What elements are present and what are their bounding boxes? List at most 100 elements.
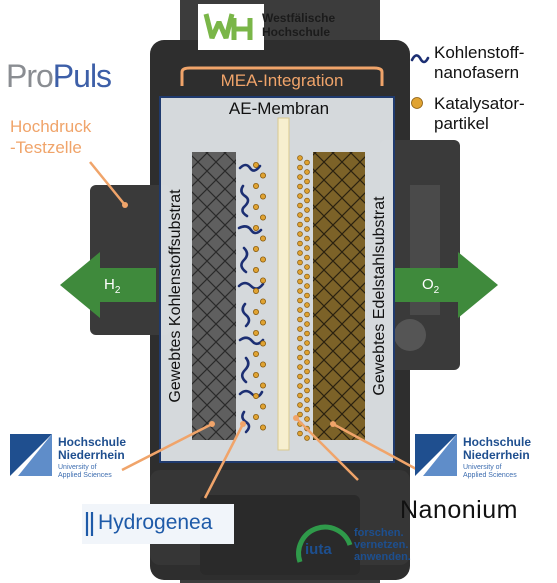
catalyst-particle bbox=[304, 178, 310, 185]
catalyst-particle bbox=[297, 335, 303, 342]
test-cell-label: Hochdruck -Testzelle bbox=[10, 116, 91, 158]
catalyst-particle bbox=[297, 174, 303, 180]
catalyst-particle bbox=[297, 155, 303, 161]
ae-membrane-label: AE-Membran bbox=[228, 99, 330, 118]
catalyst-particle bbox=[304, 368, 310, 375]
catalyst-particle bbox=[259, 298, 266, 305]
catalyst-particle bbox=[297, 202, 303, 209]
ae-membrane bbox=[277, 117, 290, 451]
h2-label: H2 bbox=[104, 276, 120, 296]
catalyst-particle bbox=[304, 254, 310, 261]
hydrogenea-logo-box bbox=[82, 504, 234, 544]
catalyst-particle bbox=[259, 256, 266, 263]
catalyst-particle bbox=[259, 319, 266, 326]
catalyst-particle bbox=[304, 330, 310, 337]
catalyst-particle bbox=[304, 197, 310, 204]
iuta-logo-ring bbox=[296, 524, 353, 563]
catalyst-particle bbox=[304, 387, 310, 394]
catalyst-particle bbox=[297, 212, 303, 218]
hsn-left-sub1: University of bbox=[58, 464, 97, 471]
catalyst-particle bbox=[297, 221, 303, 228]
catalyst-particle bbox=[297, 345, 303, 351]
catalyst-particle bbox=[304, 311, 310, 318]
catalyst-particle bbox=[297, 240, 303, 247]
particle-legend-icon bbox=[411, 97, 423, 109]
legend-nanofibers: Kohlenstoff- nanofasern bbox=[434, 43, 524, 83]
catalyst-particle bbox=[297, 164, 303, 171]
hsn-right-line1: Hochschule bbox=[463, 435, 532, 449]
carbon-nanofiber-layer bbox=[237, 163, 265, 434]
catalyst-particle bbox=[259, 424, 266, 431]
hsn-left-line1: Hochschule bbox=[58, 435, 127, 449]
legend-particles: Katalysator- partikel bbox=[434, 94, 525, 134]
catalyst-particle bbox=[304, 378, 310, 384]
catalyst-particle bbox=[252, 392, 259, 399]
catalyst-particle bbox=[252, 350, 259, 357]
catalyst-particle bbox=[297, 411, 303, 418]
h2-sub: 2 bbox=[114, 285, 121, 296]
catalyst-particle bbox=[259, 403, 266, 410]
catalyst-particle bbox=[297, 364, 303, 370]
catalyst-particle bbox=[304, 216, 310, 223]
catalyst-particle bbox=[259, 235, 266, 242]
catalyst-particle bbox=[304, 397, 310, 403]
catalyst-particle bbox=[297, 288, 303, 294]
o2-label: O2 bbox=[422, 276, 439, 296]
legend-fiber-line1: Kohlenstoff- bbox=[434, 43, 525, 62]
hsn-logo-mark-right bbox=[415, 434, 457, 476]
catalyst-particle bbox=[297, 269, 303, 275]
westfaelische-hochschule-logo-mark bbox=[198, 4, 264, 50]
catalyst-particle bbox=[297, 231, 303, 237]
h2-main: H bbox=[104, 276, 115, 293]
wh-line2: Hochschule bbox=[262, 25, 331, 39]
o2-main: O bbox=[422, 276, 434, 293]
catalyst-particle bbox=[304, 340, 310, 346]
test-cell-line2: -Testzelle bbox=[10, 138, 82, 157]
hsn-left-sub2: Applied Sciences bbox=[58, 472, 112, 479]
catalyst-particle bbox=[259, 340, 266, 347]
catalyst-particle bbox=[304, 207, 310, 213]
legend-particle-line2: partikel bbox=[434, 114, 489, 133]
catalyst-particle bbox=[259, 214, 266, 221]
catalyst-particle bbox=[259, 382, 266, 389]
catalyst-particle bbox=[297, 259, 303, 266]
catalyst-particle bbox=[297, 297, 303, 304]
mea-bracket bbox=[180, 66, 384, 86]
catalyst-particle bbox=[297, 326, 303, 332]
o2-arrow bbox=[395, 252, 498, 318]
catalyst-particle bbox=[297, 354, 303, 361]
nanofiber-legend-icon bbox=[410, 54, 430, 64]
catalyst-particle bbox=[304, 188, 310, 194]
catalyst-particle bbox=[304, 226, 310, 232]
hsn-right-sub1: University of bbox=[463, 464, 502, 471]
catalyst-particle bbox=[304, 349, 310, 356]
catalyst-particle bbox=[252, 182, 259, 189]
catalyst-particle bbox=[304, 292, 310, 299]
nanonium-logo: Nanonium bbox=[400, 496, 518, 524]
catalyst-particle bbox=[259, 193, 266, 200]
catalyst-particle bbox=[252, 413, 259, 420]
test-cell-line1: Hochdruck bbox=[10, 117, 92, 136]
catalyst-particle bbox=[304, 321, 310, 327]
catalyst-particle bbox=[297, 193, 303, 199]
catalyst-particle bbox=[304, 359, 310, 365]
catalyst-particle bbox=[304, 406, 310, 413]
iuta-tag3: anwenden. bbox=[354, 551, 411, 563]
catalyst-particle bbox=[259, 361, 266, 368]
catalyst-particle bbox=[252, 308, 259, 315]
catalyst-particle bbox=[252, 371, 259, 378]
catalyst-particle bbox=[297, 373, 303, 380]
hsn-right-line2: Niederrhein bbox=[463, 448, 530, 462]
catalyst-particle bbox=[304, 283, 310, 289]
hsn-right-sub2: Applied Sciences bbox=[463, 472, 517, 479]
o2-sub: 2 bbox=[433, 285, 440, 296]
catalyst-particle bbox=[304, 159, 310, 166]
catalyst-particle bbox=[297, 183, 303, 190]
iuta-tag1: forschen. bbox=[354, 527, 404, 539]
h2-arrow bbox=[60, 252, 156, 318]
catalyst-particle bbox=[304, 435, 310, 441]
catalyst-particle bbox=[252, 224, 259, 231]
hydrogenea-logo: Hydrogenea bbox=[98, 511, 213, 534]
catalyst-particle bbox=[297, 430, 303, 437]
